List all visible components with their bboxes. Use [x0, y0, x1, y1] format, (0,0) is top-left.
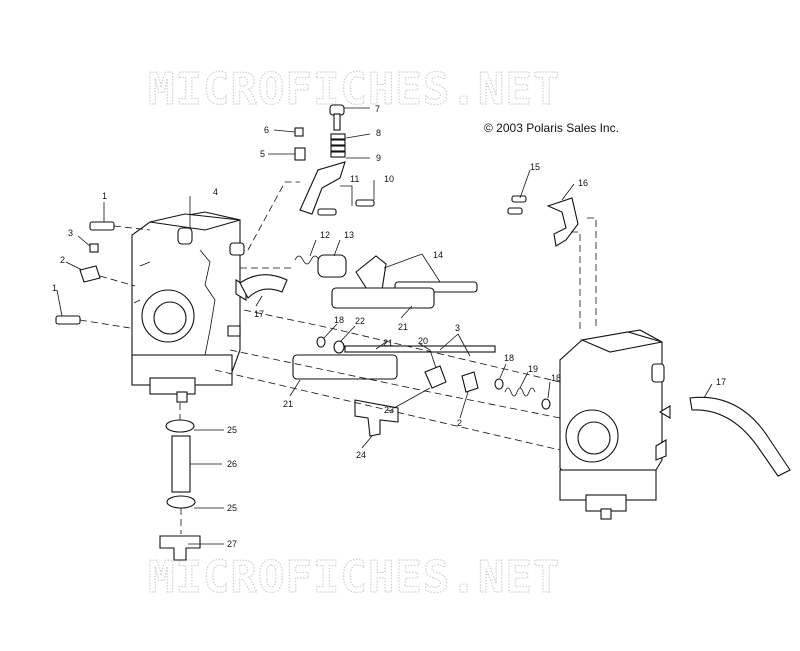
- callout-11: 11: [350, 174, 359, 184]
- callout-10: 10: [384, 174, 394, 184]
- callout-1b: 1: [52, 283, 57, 293]
- callout-25a: 25: [227, 425, 237, 435]
- callout-7: 7: [375, 104, 380, 114]
- washer-22: [333, 340, 345, 354]
- washer-18-a: [316, 336, 326, 348]
- left-carburetor: [131, 211, 247, 403]
- callout-14: 14: [433, 250, 443, 260]
- copyright-text: © 2003 Polaris Sales Inc.: [484, 121, 619, 135]
- callout-21b: 21: [383, 338, 393, 348]
- watermark-bottom: MICROFICHES.NET: [148, 552, 560, 603]
- callout-24: 24: [356, 450, 366, 460]
- clip-2-left: [79, 265, 101, 283]
- callout-17a: 17: [254, 309, 264, 319]
- screw-1-upper: [89, 221, 115, 231]
- callout-20: 20: [418, 336, 428, 346]
- bracket-16: [546, 197, 579, 247]
- callout-27: 27: [227, 539, 237, 549]
- callout-3a: 3: [68, 228, 73, 238]
- callout-13: 13: [344, 230, 354, 240]
- callout-2a: 2: [60, 255, 65, 265]
- screw-10: [355, 199, 375, 207]
- callout-12: 12: [320, 230, 330, 240]
- hose-26: [171, 435, 191, 493]
- screw-15-a: [511, 195, 527, 203]
- watermark-top: MICROFICHES.NET: [148, 64, 560, 115]
- callout-4: 4: [213, 187, 218, 197]
- screw-6: [294, 127, 304, 137]
- fitting-27: [159, 535, 201, 561]
- screw-15-b: [507, 207, 523, 215]
- collar-13: [317, 254, 347, 278]
- lever-2: [461, 371, 479, 393]
- callout-5: 5: [260, 149, 265, 159]
- callout-19: 19: [528, 364, 538, 374]
- nut-5: [294, 147, 306, 161]
- screw-11: [317, 208, 337, 216]
- tube-21-lower: [292, 354, 398, 380]
- spring-19: [504, 387, 536, 397]
- callout-18c: 18: [551, 373, 561, 383]
- washer-18-b: [494, 378, 504, 390]
- callout-18b: 18: [504, 353, 514, 363]
- clamp-25-lower: [166, 495, 196, 509]
- callout-6: 6: [264, 125, 269, 135]
- callout-17b: 17: [716, 377, 726, 387]
- adjuster-7-8: [329, 104, 346, 158]
- tube-21-upper: [331, 287, 435, 309]
- callout-23: 23: [384, 405, 394, 415]
- callout-25b: 25: [227, 503, 237, 513]
- callout-16: 16: [578, 178, 588, 188]
- screw-1-lower: [55, 315, 81, 325]
- washer-18-c: [541, 398, 551, 410]
- spring-12: [294, 255, 320, 265]
- fuel-hose-left: [239, 274, 288, 299]
- screw-3-left: [89, 243, 99, 253]
- clamp-25-upper: [165, 419, 195, 433]
- fuel-hose-right: [689, 396, 791, 477]
- callout-1a: 1: [102, 191, 107, 201]
- right-carburetor: [559, 329, 671, 520]
- lever-23: [424, 365, 447, 389]
- callout-21a: 21: [398, 322, 408, 332]
- callout-2b: 2: [457, 418, 462, 428]
- callout-21c: 21: [283, 399, 293, 409]
- callout-18a: 18: [334, 315, 344, 325]
- callout-15: 15: [530, 162, 540, 172]
- callout-3b: 3: [455, 323, 460, 333]
- bracket-9: [299, 161, 346, 215]
- callout-8: 8: [376, 128, 381, 138]
- callout-9: 9: [376, 153, 381, 163]
- callout-26: 26: [227, 459, 237, 469]
- callout-22: 22: [355, 316, 365, 326]
